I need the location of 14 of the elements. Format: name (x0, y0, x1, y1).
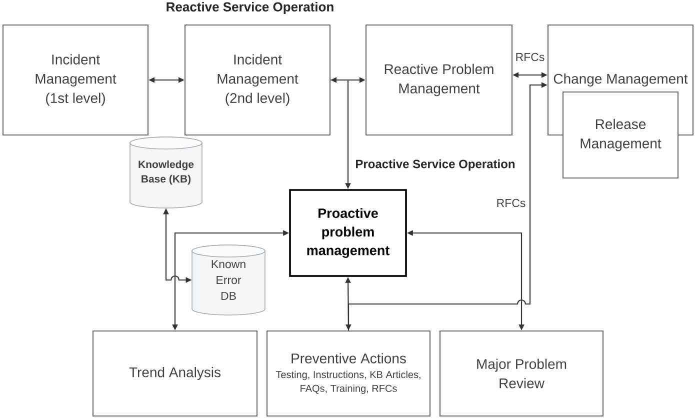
database-cylinder: Knowledge Base (KB) (130, 136, 202, 208)
database-cylinder: Known Error DB (192, 244, 266, 316)
section-heading: Proactive Service Operation (356, 159, 515, 171)
section-heading: Reactive Service Operation (166, 2, 334, 14)
process-box: Incident Management (1st level) (2, 24, 149, 136)
process-box: Incident Management (2nd level) (184, 24, 331, 136)
edge-label: RFCs (514, 52, 546, 62)
process-box: Major Problem Review (439, 330, 604, 417)
process-box: Proactive problem management (289, 189, 407, 277)
process-box: Release Management (562, 91, 679, 179)
process-box: Reactive Problem Management (365, 24, 513, 136)
process-box: Preventive Actions Testing, Instructions, KB Articles, FAQs, Training, RFCs (266, 330, 431, 417)
edge-label: RFCs (495, 198, 527, 208)
process-box: Trend Analysis (92, 330, 258, 417)
